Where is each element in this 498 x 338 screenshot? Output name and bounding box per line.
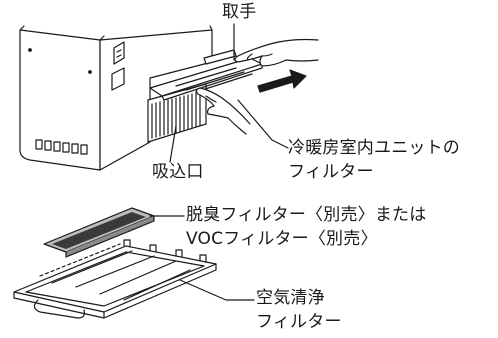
label-intake: 吸込口 — [152, 162, 204, 182]
lower-hand — [195, 87, 251, 135]
indoor-unit-cabinet — [19, 25, 213, 171]
air-cleaning-filter-tray — [13, 239, 217, 319]
intake-leader — [169, 125, 177, 163]
label-deodorizing-filter-line1: 脱臭フィルター〈別売〉または — [186, 205, 427, 225]
label-air-cleaning-filter-line2: フィルター — [256, 312, 342, 332]
air-cleaning-leader — [179, 279, 255, 301]
label-deodorizing-filter-line2: VOCフィルター〈別売〉 — [186, 229, 378, 249]
label-air-cleaning-filter-line1: 空気清浄 — [256, 288, 325, 308]
upper-hand — [234, 38, 319, 67]
front-vent-slots — [35, 139, 88, 155]
label-handle: 取手 — [222, 2, 257, 22]
side-bracket — [111, 41, 125, 91]
label-indoor-unit-filter-line1: 冷暖房室内ユニットの — [288, 138, 460, 158]
indoor-unit-filter — [149, 49, 263, 101]
filter-leader — [237, 99, 289, 149]
label-indoor-unit-filter-line2: フィルター — [288, 162, 374, 182]
pull-arrow — [257, 69, 307, 93]
